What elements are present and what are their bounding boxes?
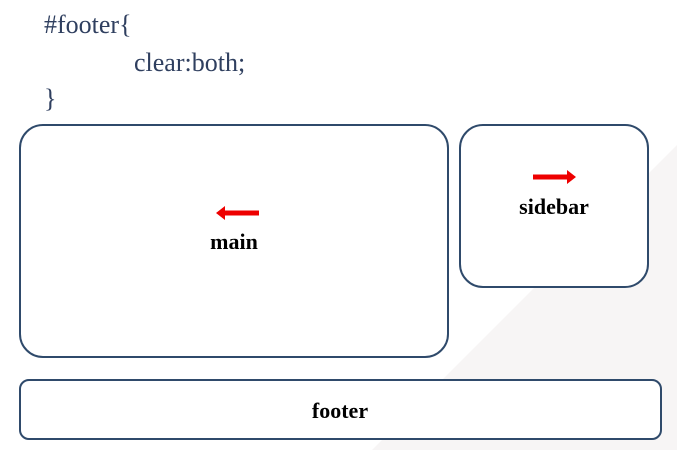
footer-box — [19, 379, 662, 440]
main-label: main — [210, 229, 258, 254]
left-arrow-icon — [216, 206, 259, 220]
code-line-closing-brace: } — [44, 84, 57, 113]
main-box — [19, 124, 449, 358]
code-line-selector: #footer{ — [44, 10, 132, 39]
code-line-property: clear:both; — [134, 48, 246, 77]
sidebar-label: sidebar — [519, 194, 589, 219]
footer-label: footer — [311, 398, 369, 423]
sidebar-box — [459, 124, 649, 288]
right-arrow-icon — [533, 170, 576, 184]
